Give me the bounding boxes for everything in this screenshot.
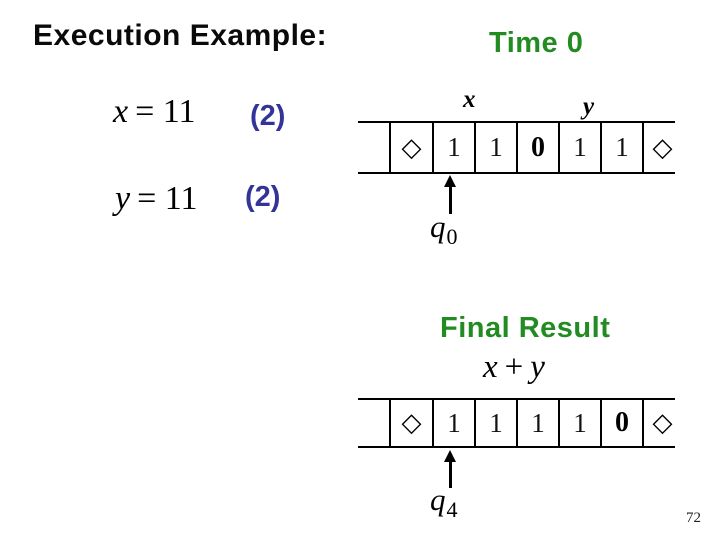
arrowhead-up-icon — [444, 450, 456, 462]
head-arrow-final — [443, 450, 457, 488]
time0-heading: Time 0 — [489, 27, 584, 59]
page-title: Execution Example: — [33, 19, 328, 52]
state-subscript: 0 — [446, 224, 458, 249]
equation-y-value: = 11 — [137, 180, 198, 217]
tape-open-left — [358, 400, 389, 446]
tape-cell-blank: ◇ — [389, 123, 432, 172]
equation-x-variable: x — [113, 93, 129, 130]
equation-x-value: = 11 — [135, 93, 196, 130]
equation-y: y= 11 — [115, 182, 198, 216]
tape-cell: 1 — [558, 123, 600, 172]
sum-lhs: x — [483, 349, 498, 385]
tape-cell-blank-right: ◇ — [652, 132, 673, 163]
arrow-shaft — [448, 462, 452, 488]
state-label-q4: q4 — [430, 482, 458, 521]
arrow-shaft — [448, 187, 452, 214]
tape-cell-separator: 0 — [516, 123, 558, 172]
plus-sign: + — [504, 349, 524, 385]
equation-y-note: (2) — [245, 181, 281, 213]
sum-rhs: y — [530, 349, 545, 385]
final-result-heading: Final Result — [440, 312, 611, 344]
equation-x-note: (2) — [250, 100, 286, 132]
equation-x: x= 11 — [113, 95, 196, 129]
tape-cell: 1 — [432, 400, 474, 446]
state-subscript: 4 — [446, 497, 458, 522]
tape-cell: 1 — [474, 400, 516, 446]
tape-cell-separator: 0 — [600, 400, 644, 446]
sum-label: x+y — [483, 351, 545, 384]
state-label-q0: q0 — [430, 209, 458, 248]
tape-cell: 1 — [558, 400, 600, 446]
tape-cell: 1 — [516, 400, 558, 446]
tape-region-label-y: y — [583, 93, 595, 120]
tape-cell: 1 — [474, 123, 516, 172]
arrowhead-up-icon — [444, 175, 456, 187]
tape-cell-blank: ◇ — [389, 400, 432, 446]
head-arrow-time0 — [443, 175, 457, 214]
equation-y-variable: y — [115, 180, 131, 217]
tape-open-left — [358, 123, 389, 172]
time0-tape: ◇ 1 1 0 1 1 ◇ — [358, 121, 675, 174]
tape-region-label-x: x — [463, 86, 476, 113]
tape-cell-blank-right: ◇ — [652, 408, 673, 438]
tape-cell: 1 — [432, 123, 474, 172]
final-tape: ◇ 1 1 1 1 0 ◇ — [358, 398, 675, 448]
state-base: q — [430, 482, 446, 517]
page-number: 72 — [686, 510, 701, 526]
tape-cell: 1 — [600, 123, 644, 172]
state-base: q — [430, 209, 446, 244]
